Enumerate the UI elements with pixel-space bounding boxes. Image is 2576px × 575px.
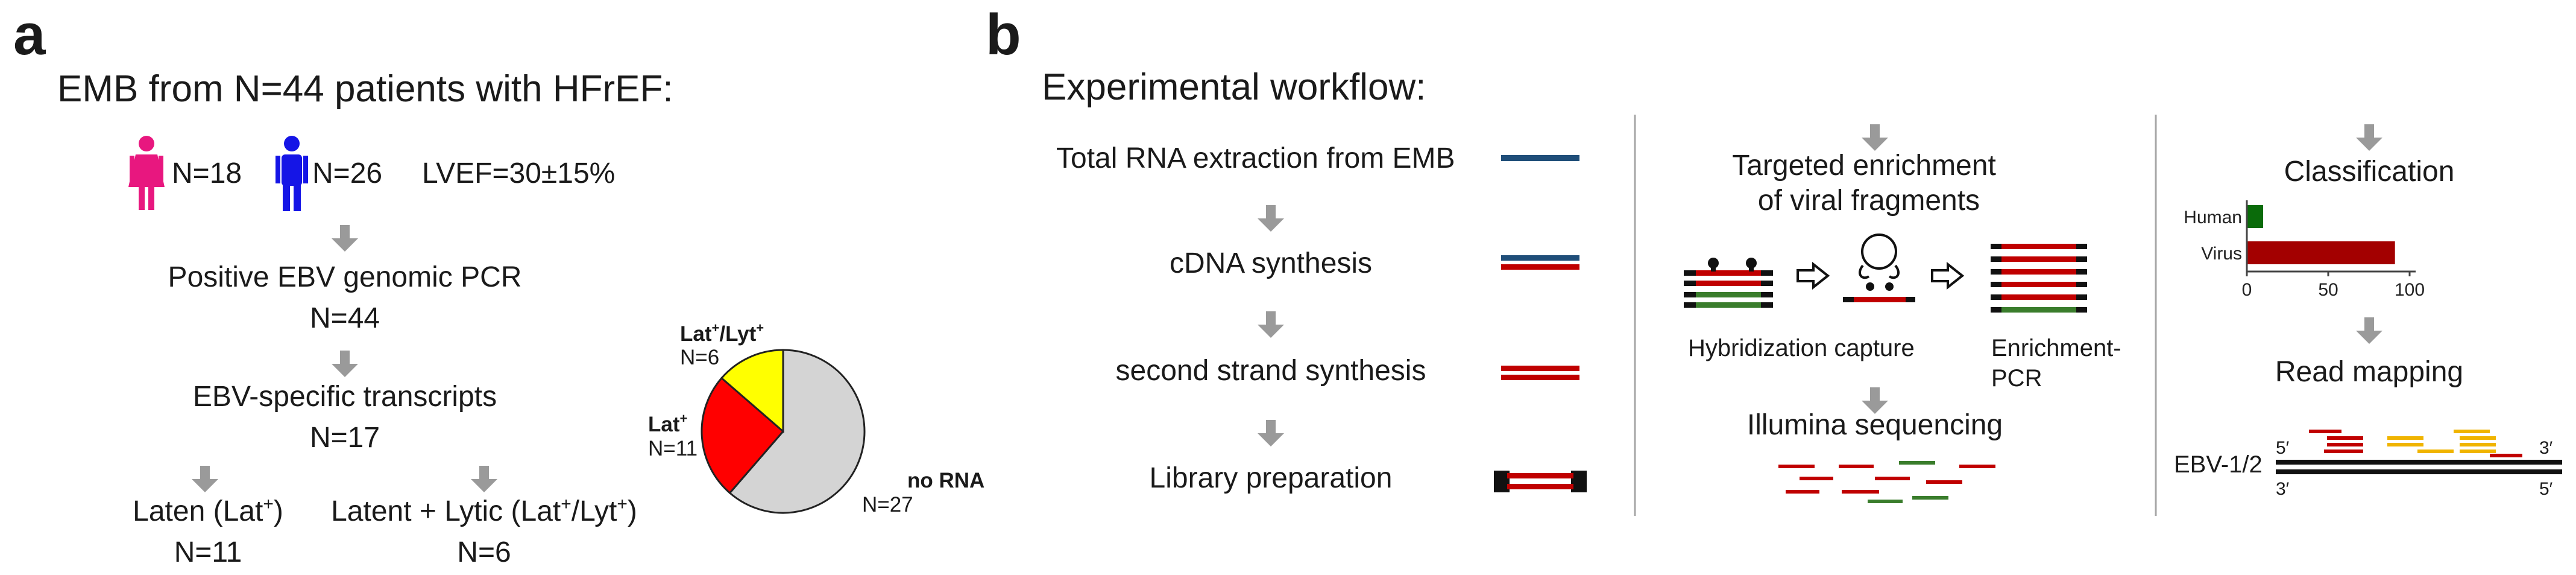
down-arrow-icon bbox=[1258, 311, 1284, 338]
enrichment-label-line1: Enrichment- bbox=[1991, 335, 2121, 361]
branch-latent-label: Laten (Lat+) bbox=[133, 494, 283, 527]
branch-latent-n: N=11 bbox=[174, 536, 242, 568]
targeted-enrichment-line2: of viral fragments bbox=[1758, 185, 1980, 217]
step2-n: N=17 bbox=[310, 422, 380, 454]
branch-lytic-label: Latent + Lytic (Lat+/Lyt+) bbox=[331, 494, 637, 527]
panel-b: b Experimental workflow: Total RNA extra… bbox=[986, 2, 2562, 516]
enrichment-label-line2: PCR bbox=[1991, 365, 2042, 392]
pie-label-lat: Lat+ bbox=[648, 411, 687, 436]
step1-label: Positive EBV genomic PCR bbox=[168, 261, 522, 293]
step-cdna-synthesis: cDNA synthesis bbox=[1170, 247, 1372, 279]
step-library-prep: Library preparation bbox=[1150, 462, 1393, 494]
genome-reference-icon bbox=[2276, 460, 2562, 474]
mapped-reads-icon bbox=[2309, 430, 2522, 457]
panel-b-title: Experimental workflow: bbox=[1042, 66, 1426, 108]
classification-title: Classification bbox=[2284, 156, 2455, 188]
capture-bead-icon bbox=[1843, 233, 1915, 302]
step1-n: N=44 bbox=[310, 302, 380, 334]
pie-label-latlyt: Lat+/Lyt+ bbox=[680, 320, 764, 346]
enrichment-pcr-icon bbox=[1991, 244, 2087, 313]
three-prime-left: 3′ bbox=[2276, 479, 2290, 499]
down-arrow-icon bbox=[2356, 124, 2382, 151]
class-x-tick-label: 0 bbox=[2242, 280, 2252, 300]
panel-b-letter: b bbox=[986, 2, 1021, 67]
male-count: N=26 bbox=[312, 157, 382, 189]
rna-strand-icon bbox=[1501, 155, 1579, 161]
pie-slice-0 bbox=[728, 349, 866, 514]
down-arrow-icon bbox=[1258, 420, 1284, 446]
down-arrow-icon bbox=[1258, 205, 1284, 232]
pie-n-latlyt: N=6 bbox=[680, 346, 719, 369]
panel-a: a EMB from N=44 patients with HFrEF: N=1… bbox=[13, 2, 984, 568]
class-category-label: Human bbox=[2184, 208, 2242, 227]
step-rna-extraction: Total RNA extraction from EMB bbox=[1056, 142, 1455, 174]
sequencing-reads-icon bbox=[1778, 461, 1995, 503]
cdna-strand-icon bbox=[1501, 255, 1579, 270]
pie-slice-1 bbox=[701, 376, 785, 495]
female-icon bbox=[128, 136, 165, 210]
hybridization-probes-icon bbox=[1684, 258, 1773, 308]
down-arrow-icon bbox=[1862, 124, 1888, 151]
right-arrow-icon bbox=[1931, 261, 1965, 290]
down-arrow-icon bbox=[332, 225, 358, 252]
male-icon bbox=[276, 136, 308, 211]
illumina-sequencing-label: Illumina sequencing bbox=[1747, 409, 2003, 441]
read-mapping-title: Read mapping bbox=[2275, 356, 2463, 388]
class-bar-human bbox=[2247, 205, 2263, 228]
five-prime-left: 5′ bbox=[2276, 438, 2290, 458]
down-arrow-icon bbox=[192, 466, 218, 492]
pie-n-lat: N=11 bbox=[648, 437, 698, 460]
pie-label-norna: no RNA bbox=[907, 469, 984, 492]
class-x-tick-label: 50 bbox=[2318, 280, 2338, 300]
five-prime-right: 5′ bbox=[2539, 479, 2553, 499]
branch-lytic-n: N=6 bbox=[457, 536, 511, 568]
lvef-value: LVEF=30±15% bbox=[422, 157, 615, 189]
pie-chart bbox=[701, 349, 866, 514]
down-arrow-icon bbox=[2356, 317, 2382, 344]
panel-a-title: EMB from N=44 patients with HFrEF: bbox=[57, 68, 673, 110]
female-count: N=18 bbox=[172, 157, 242, 189]
step2-label: EBV-specific transcripts bbox=[193, 381, 497, 413]
down-arrow-icon bbox=[471, 466, 497, 492]
hybridization-capture-label: Hybridization capture bbox=[1688, 335, 1915, 361]
class-bar-virus bbox=[2247, 241, 2395, 264]
three-prime-right: 3′ bbox=[2539, 438, 2553, 458]
pie-slice-2 bbox=[720, 349, 784, 434]
pie-n-norna: N=27 bbox=[862, 493, 913, 516]
library-fragment-icon bbox=[1494, 471, 1587, 492]
dsdna-strand-icon bbox=[1501, 366, 1579, 380]
targeted-enrichment-line1: Targeted enrichment bbox=[1732, 150, 1996, 182]
step-second-strand: second strand synthesis bbox=[1116, 355, 1426, 387]
down-arrow-icon bbox=[332, 351, 358, 377]
genome-label: EBV-1/2 bbox=[2174, 451, 2263, 478]
right-arrow-icon bbox=[1797, 261, 1830, 290]
class-x-tick-label: 100 bbox=[2395, 280, 2425, 300]
class-category-label: Virus bbox=[2201, 244, 2242, 264]
panel-a-letter: a bbox=[13, 2, 46, 67]
